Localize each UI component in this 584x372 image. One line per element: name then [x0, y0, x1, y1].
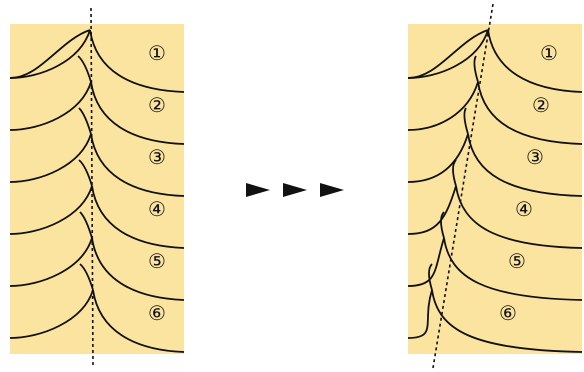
left-connector-1	[77, 55, 92, 83]
right-panel-background	[408, 24, 582, 354]
left-label-6: ⑥	[148, 301, 166, 325]
left-left-sweep-3	[9, 133, 92, 183]
right-label-1: ①	[540, 41, 558, 65]
right-panel: ① ② ③ ④ ⑤ ⑥	[407, 3, 583, 369]
right-left-sweep-2	[407, 81, 479, 131]
right-left-sweep-6	[407, 289, 433, 339]
right-connector-5	[428, 263, 433, 291]
left-right-sweep-2	[90, 81, 185, 145]
arrow-icon-1	[246, 183, 270, 197]
left-connector-2	[78, 107, 92, 135]
arrow-icon-2	[283, 183, 307, 197]
right-right-sweep-1	[487, 29, 583, 93]
left-scale-lines	[9, 29, 185, 353]
left-number-labels: ① ② ③ ④ ⑤ ⑥	[148, 41, 166, 325]
right-left-sweep-3	[407, 133, 469, 183]
right-axis-dashed-line	[432, 3, 494, 369]
left-right-sweep-4	[91, 185, 185, 249]
right-top-sweep	[407, 29, 489, 79]
left-left-sweep-5	[9, 237, 93, 287]
right-connector-3	[452, 159, 457, 187]
left-right-sweep-6	[92, 289, 185, 353]
right-label-2: ②	[532, 93, 550, 117]
arrow-icon-3	[320, 183, 344, 197]
right-left-sweep-5	[407, 237, 445, 287]
right-label-4: ④	[515, 197, 533, 221]
right-label-6: ⑥	[499, 301, 517, 325]
left-top-sweep	[9, 29, 91, 79]
right-scale-lines	[407, 29, 583, 353]
left-left-sweep-2	[9, 81, 92, 131]
right-right-sweep-6	[431, 289, 583, 353]
left-right-sweep-3	[90, 133, 185, 197]
right-label-3: ③	[526, 145, 544, 169]
left-right-sweep-1	[89, 29, 185, 93]
right-right-sweep-4	[455, 185, 583, 249]
left-panel: ① ② ③ ④ ⑤ ⑥	[9, 7, 185, 369]
left-label-4: ④	[148, 197, 166, 221]
arrow-group	[246, 183, 344, 197]
right-connector-4	[440, 211, 445, 239]
left-right-sweep-5	[91, 237, 185, 301]
right-right-sweep-2	[477, 81, 583, 145]
right-connector-2	[463, 107, 469, 135]
right-connector-1	[473, 55, 479, 83]
right-label-5: ⑤	[508, 249, 526, 273]
right-number-labels: ① ② ③ ④ ⑤ ⑥	[499, 41, 558, 325]
left-label-3: ③	[148, 145, 166, 169]
left-label-5: ⑤	[148, 249, 166, 273]
left-label-2: ②	[148, 93, 166, 117]
left-connector-4	[79, 211, 93, 239]
left-panel-background	[10, 24, 184, 354]
left-left-sweep-4	[9, 185, 93, 235]
right-right-sweep-5	[443, 237, 583, 301]
left-connector-3	[78, 159, 93, 187]
right-right-sweep-3	[467, 133, 583, 197]
left-label-1: ①	[148, 41, 166, 65]
left-axis-dashed-line	[90, 7, 94, 369]
left-left-sweep-6	[9, 289, 94, 339]
right-left-sweep-4	[407, 185, 457, 235]
